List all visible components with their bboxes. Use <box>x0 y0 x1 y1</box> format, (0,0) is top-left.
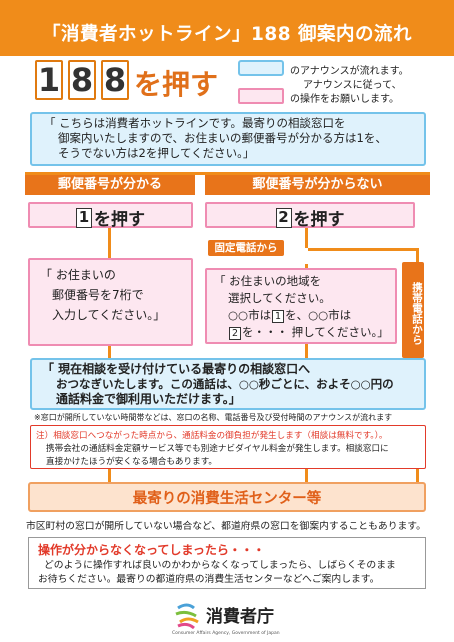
known-connector <box>108 226 111 258</box>
destination-note: 市区町村の窓口が開所していない場合など、都道府県の窓口を御案内することもあります… <box>26 521 426 532</box>
connect-line3: 通話料金で御利用いただけます。」 <box>56 392 241 406</box>
footer <box>0 596 454 642</box>
caution-line3: 直接かけたほうが安くなる場合もあります。 <box>46 457 218 467</box>
intro-line1: 「 こちらは消費者ホットラインです。最寄りの相談窓口を <box>44 116 346 130</box>
help-box <box>28 537 426 589</box>
press-2-label: を押す <box>293 210 345 230</box>
intro-announcement <box>30 112 426 166</box>
postal-input-prompt <box>28 258 193 346</box>
press-1-label: を押す <box>94 210 145 230</box>
press-label: を押す <box>134 68 219 101</box>
region-digit-1: 1 <box>272 310 285 323</box>
landline-tag: 固定電話から <box>208 240 284 256</box>
destination-label: 最寄りの消費生活センター等 <box>132 491 322 507</box>
postal-line1: 「 お住まいの <box>40 268 116 282</box>
mobile-connector-h <box>308 248 418 251</box>
digit-1: 1 <box>35 60 63 100</box>
branch-known-header: 郵便番号が分かる <box>25 175 195 195</box>
caution-box <box>30 425 426 469</box>
unknown-connector <box>305 226 308 248</box>
top-connector <box>25 172 430 175</box>
connect-announcement <box>30 358 426 410</box>
press-2-digit: 2 <box>275 207 292 228</box>
intro-line2: 御案内いたしますので、お住まいの郵便番号が分かる方は1を、 <box>58 131 387 145</box>
unknown-connector-3 <box>305 344 308 358</box>
mobile-tag: 携帯電話から <box>402 262 424 358</box>
title-bar <box>0 0 454 56</box>
destination-box <box>28 482 426 512</box>
region-line1: 「 お住まいの地域を <box>214 274 322 288</box>
region-digit-2: 2 <box>229 327 241 340</box>
legend-blue-line2: アナウンスに従って、 <box>303 80 402 91</box>
connect-line1: 「 現在相談を受け付けている最寄りの相談窓口へ <box>42 362 311 376</box>
branch-unknown-header: 郵便番号が分からない <box>205 175 430 195</box>
region-line2: 選択してください。 <box>228 291 331 305</box>
connect-line2: おつなぎいたします。この通話は、○○秒ごとに、およそ○○円の <box>56 377 394 391</box>
postal-line2: 郵便番号を7桁で <box>52 288 144 302</box>
page-title: 「消費者ホットライン」188 御案内の流れ <box>41 24 413 45</box>
legend-blue-swatch <box>238 60 284 76</box>
known-connector-2 <box>108 346 111 358</box>
help-line2: お待ちください。最寄りの都道府県の消費生活センターなどへご案内します。 <box>38 574 380 585</box>
caa-logo-subtitle: Consumer Affairs Agency, Government of J… <box>172 631 280 636</box>
digit-8a: 8 <box>68 60 96 100</box>
legend-pink-swatch <box>238 88 284 104</box>
help-line1: どのように操作すれば良いのかわからなくなってしまったら、しばらくそのまま <box>44 560 396 571</box>
caa-logo-icon <box>175 603 199 630</box>
caa-logo-name: 消費者庁 <box>206 607 274 627</box>
caution-line2: 携帯会社の通話料金定額サービス等でも別途ナビダイヤル料金が発生します。相談窓口に <box>46 444 389 454</box>
legend-blue-line1: のアナウンスが流れます。 <box>290 66 409 77</box>
caution-line1: 注）相談窓口へつながった時点から、通話料金の御負担が発生します（相談は無料です。… <box>36 431 388 441</box>
digit-8b: 8 <box>101 60 129 100</box>
intro-line3: そうでない方は2を押してください。」 <box>58 146 255 160</box>
press-1-digit: 1 <box>76 207 92 228</box>
help-title: 操作が分からなくなってしまったら・・・ <box>38 543 265 557</box>
connect-note: ※窓口が開所していない時間帯などは、窓口の名称、電話番号及び受付時間のアナウンス… <box>34 413 393 422</box>
unknown-connector-2 <box>305 264 308 270</box>
postal-line3: 入力してください。」 <box>52 308 166 322</box>
legend-pink-line: の操作をお願いします。 <box>290 94 399 105</box>
